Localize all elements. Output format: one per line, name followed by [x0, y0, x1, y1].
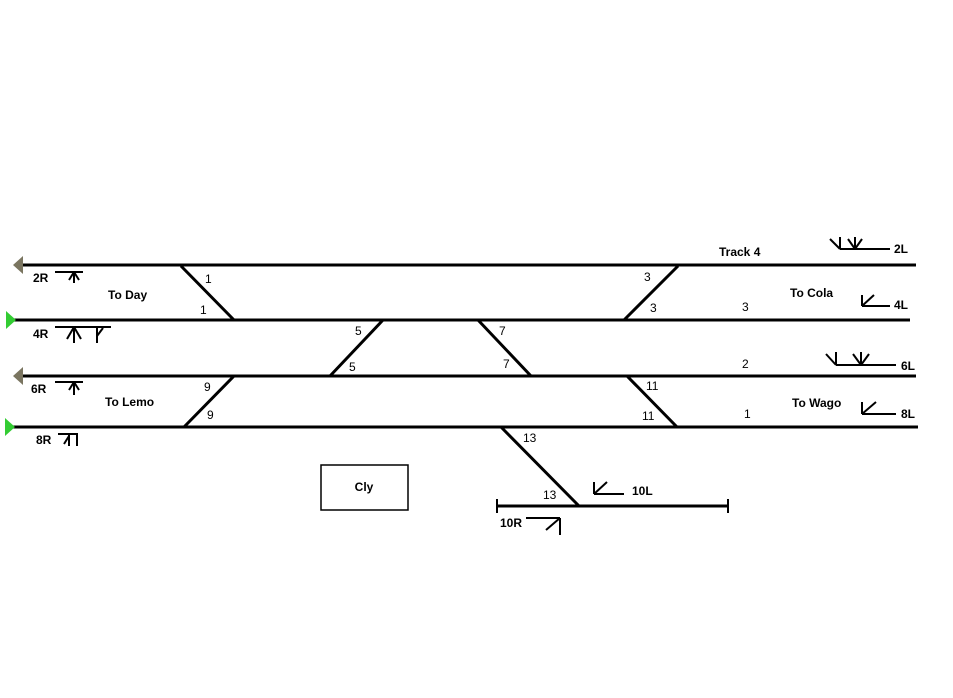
signal-label-4L: 4L [894, 298, 908, 312]
signal-10R-symbol [526, 517, 561, 535]
crossover-7 [476, 318, 533, 378]
switch-13-label-top: 13 [523, 431, 537, 445]
switch-1-label-bottom: 1 [200, 303, 207, 317]
switch-5-label-top: 5 [355, 324, 362, 338]
switch-7-label-bottom: 7 [503, 357, 510, 371]
signal-lamp-4R [6, 311, 16, 329]
signal-8L-symbol [861, 401, 896, 415]
destination-to-cola: To Cola [790, 286, 833, 300]
signal-label-10R: 10R [500, 516, 522, 530]
signal-4R-symbol [55, 326, 111, 343]
crossover-1 [179, 264, 236, 322]
crossover-11 [625, 374, 679, 429]
signal-label-8L: 8L [901, 407, 915, 421]
signal-label-6R: 6R [31, 382, 47, 396]
signal-4L-symbol [861, 294, 890, 307]
switch-9-label-top: 9 [204, 380, 211, 394]
destination-to-lemo: To Lemo [105, 395, 154, 409]
signal-label-4R: 4R [33, 327, 49, 341]
signal-6R-symbol [55, 381, 83, 395]
signal-label-2L: 2L [894, 242, 908, 256]
signal-2R-symbol [55, 271, 83, 283]
switch-3-label-top: 3 [644, 270, 651, 284]
station-name: Cly [355, 480, 374, 494]
signal-2L-symbol [829, 237, 890, 250]
crossover-13 [499, 425, 581, 508]
switch-1-label-top: 1 [205, 272, 212, 286]
signal-10L-symbol [593, 481, 624, 495]
signal-lamp-6R [13, 367, 23, 385]
destination-to-wago: To Wago [792, 396, 841, 410]
switch-7-label-top: 7 [499, 324, 506, 338]
switch-9-label-bottom: 9 [207, 408, 214, 422]
track-3-label: 3 [742, 300, 749, 314]
track-2-label: 2 [742, 357, 749, 371]
signal-8R-symbol [58, 433, 78, 446]
switch-11-label-top: 11 [646, 379, 659, 393]
switch-11-label-bottom: 11 [642, 409, 655, 423]
track-1-label: 1 [744, 407, 751, 421]
station-box-cly [320, 464, 409, 511]
switch-13-label-bottom: 13 [543, 488, 557, 502]
destination-to-day: To Day [108, 288, 147, 302]
signal-label-2R: 2R [33, 271, 49, 285]
signal-label-6L: 6L [901, 359, 915, 373]
switch-3-label-bottom: 3 [650, 301, 657, 315]
crossover-9 [182, 374, 236, 429]
signal-label-8R: 8R [36, 433, 52, 447]
crossover-3 [622, 264, 680, 322]
crossover-5 [328, 318, 385, 378]
signal-lamp-8R [5, 418, 15, 436]
switch-5-label-bottom: 5 [349, 360, 356, 374]
track-4-label: Track 4 [719, 245, 761, 259]
signal-lamp-2R [13, 256, 23, 274]
signal-label-10L: 10L [632, 484, 653, 498]
signal-6L-symbol [825, 352, 896, 366]
